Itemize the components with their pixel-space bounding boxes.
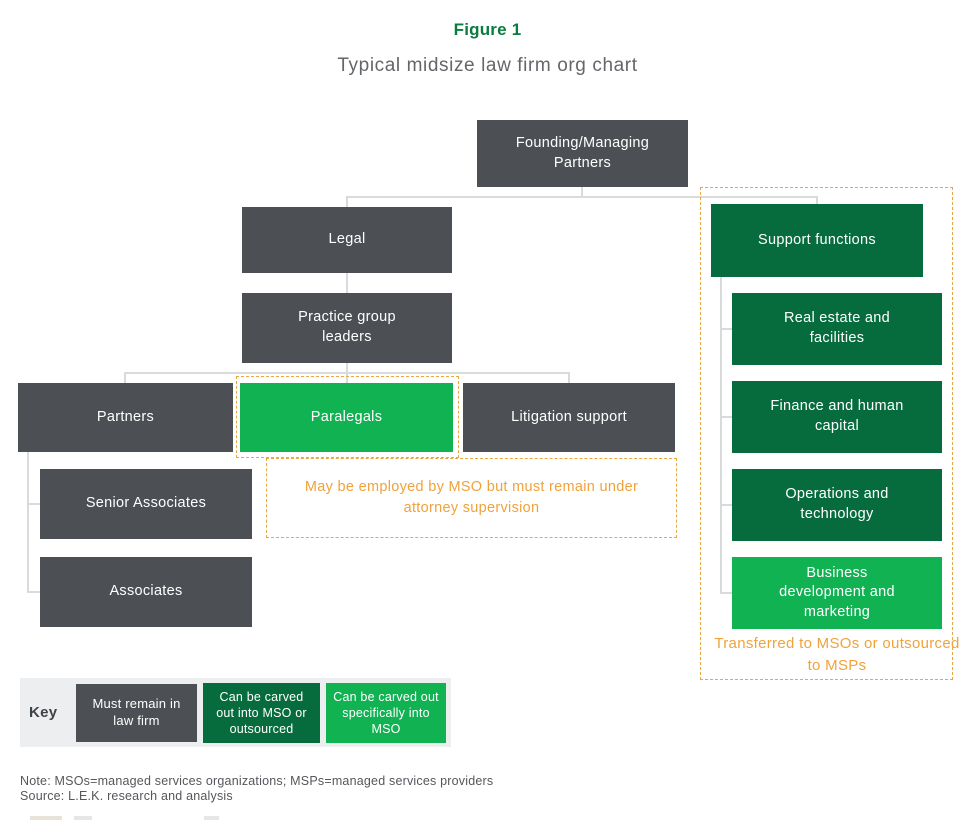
org-node-paralegals: Paralegals [240, 383, 453, 452]
connector-line [568, 372, 570, 383]
org-node-legal: Legal [242, 207, 452, 273]
legend-title: Key [29, 704, 58, 721]
source-footnote: Source: L.E.K. research and analysis [20, 789, 233, 803]
transferred-note-text: Transferred to MSOs or outsourced to MSP… [714, 635, 960, 674]
connector-line [720, 328, 732, 330]
org-node-litigation-support: Litigation support [463, 383, 675, 452]
legend-item-specifically-mso: Can be carved out specifically into MSO [326, 683, 446, 743]
org-node-business-development-marketing: Business development and marketing [732, 557, 942, 629]
connector-line [816, 196, 818, 205]
connector-line [720, 277, 722, 594]
support-functions-dashed-outline [700, 187, 953, 680]
connector-line [347, 196, 818, 198]
connector-line [346, 196, 348, 208]
org-node-associates: Associates [40, 557, 252, 627]
connector-line [27, 503, 40, 505]
connector-line [581, 187, 583, 198]
page-title: Typical midsize law firm org chart [337, 55, 638, 76]
org-node-founding-managing-partners: Founding/Managing Partners [477, 120, 688, 187]
connector-line [27, 591, 40, 593]
org-node-real-estate-facilities: Real estate and facilities [732, 293, 942, 365]
mso-supervision-note-text: May be employed by MSO but must remain u… [304, 478, 639, 516]
connector-line [346, 273, 348, 293]
connector-line [720, 504, 732, 506]
org-node-support-functions: Support functions [711, 204, 923, 277]
figure-label: Figure 1 [453, 20, 522, 39]
cutoff-artifact [30, 816, 62, 820]
connector-line [720, 592, 732, 594]
cutoff-artifact [74, 816, 92, 820]
org-node-operations-technology: Operations and technology [732, 469, 942, 541]
legend-item-mso-or-outsourced: Can be carved out into MSO or outsourced [203, 683, 320, 743]
org-node-senior-associates: Senior Associates [40, 469, 252, 539]
connector-line [27, 452, 29, 593]
cutoff-artifact [204, 816, 219, 820]
connector-line [720, 416, 732, 418]
note-footnote: Note: MSOs=managed services organization… [20, 774, 494, 788]
org-node-partners: Partners [18, 383, 233, 452]
legend-item-must-remain: Must remain in law firm [76, 684, 197, 742]
org-node-finance-human-capital: Finance and human capital [732, 381, 942, 453]
org-node-practice-group-leaders: Practice group leaders [242, 293, 452, 363]
connector-line [124, 372, 570, 374]
paralegals-dashed-outline [236, 376, 459, 458]
mso-supervision-note-box: May be employed by MSO but must remain u… [266, 458, 677, 538]
connector-line [124, 372, 126, 383]
